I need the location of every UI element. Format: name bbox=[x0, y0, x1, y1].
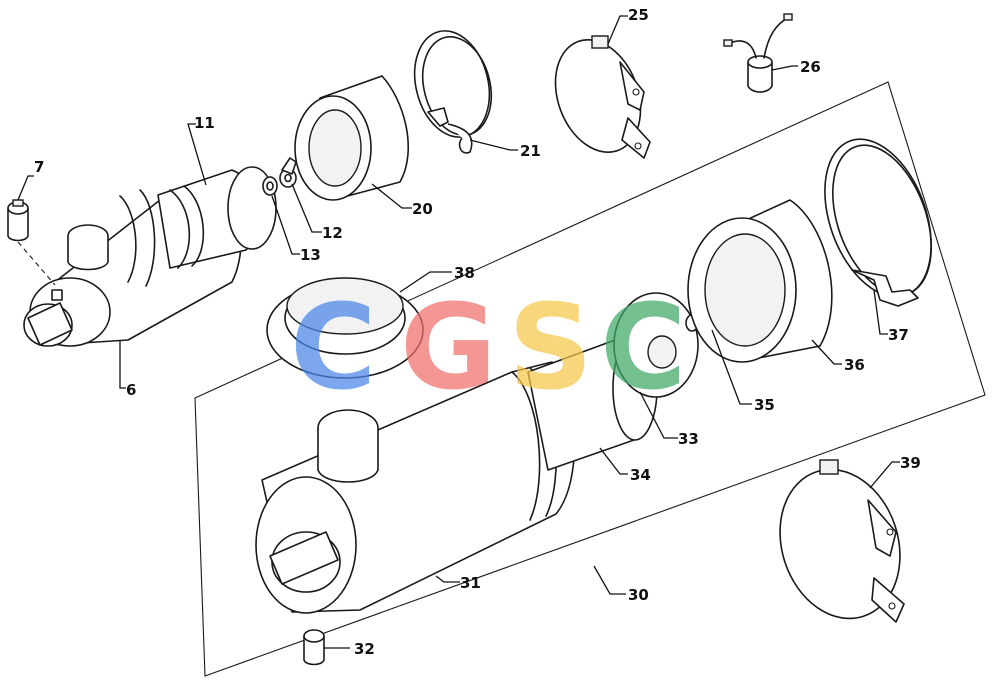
part-31-main-housing bbox=[255, 361, 576, 614]
callout-12: 12 bbox=[322, 224, 343, 242]
part-21-clamp-band bbox=[413, 30, 493, 154]
callout-26: 26 bbox=[800, 58, 821, 76]
callout-21: 21 bbox=[520, 142, 541, 160]
part-20-cover bbox=[294, 75, 410, 201]
watermark-letter-1: C bbox=[290, 278, 377, 416]
part-25-mounting-bracket bbox=[554, 35, 651, 159]
part-39-mounting-bracket bbox=[779, 459, 905, 623]
part-7-indicator bbox=[7, 199, 56, 286]
callout-30: 30 bbox=[628, 586, 649, 604]
watermark: C G S C bbox=[290, 278, 687, 416]
part-26-sensor bbox=[723, 13, 793, 93]
callout-31: 31 bbox=[460, 574, 481, 592]
callout-13: 13 bbox=[300, 246, 321, 264]
callout-36: 36 bbox=[844, 356, 865, 374]
assembly-30-boundary bbox=[194, 81, 986, 677]
part-11-filter-element bbox=[157, 166, 277, 269]
callouts: 6 7 11 12 13 20 21 25 26 30 31 32 33 34 … bbox=[34, 6, 921, 658]
callout-38: 38 bbox=[454, 264, 475, 282]
part-13-washer bbox=[262, 176, 278, 196]
part-32-indicator bbox=[303, 629, 325, 666]
callout-34: 34 bbox=[630, 466, 651, 484]
part-38-precleaner-cap bbox=[266, 277, 424, 379]
part-12-wing-nut bbox=[279, 157, 297, 188]
part-6-filter-housing bbox=[23, 184, 242, 347]
callout-11: 11 bbox=[194, 114, 215, 132]
part-36-cover bbox=[687, 199, 833, 363]
callout-7: 7 bbox=[34, 158, 44, 176]
callout-25: 25 bbox=[628, 6, 649, 24]
callout-39: 39 bbox=[900, 454, 921, 472]
callout-35: 35 bbox=[754, 396, 775, 414]
watermark-letter-4: C bbox=[600, 278, 687, 416]
callout-32: 32 bbox=[354, 640, 375, 658]
watermark-letter-2: G bbox=[400, 278, 497, 416]
callout-37: 37 bbox=[888, 326, 909, 344]
callout-33: 33 bbox=[678, 430, 699, 448]
watermark-letter-3: S bbox=[508, 278, 593, 416]
leader-lines bbox=[17, 15, 900, 649]
callout-20: 20 bbox=[412, 200, 433, 218]
callout-6: 6 bbox=[126, 381, 136, 399]
part-37-clamp-band bbox=[824, 138, 933, 307]
part-33-safety-disc bbox=[613, 292, 699, 398]
